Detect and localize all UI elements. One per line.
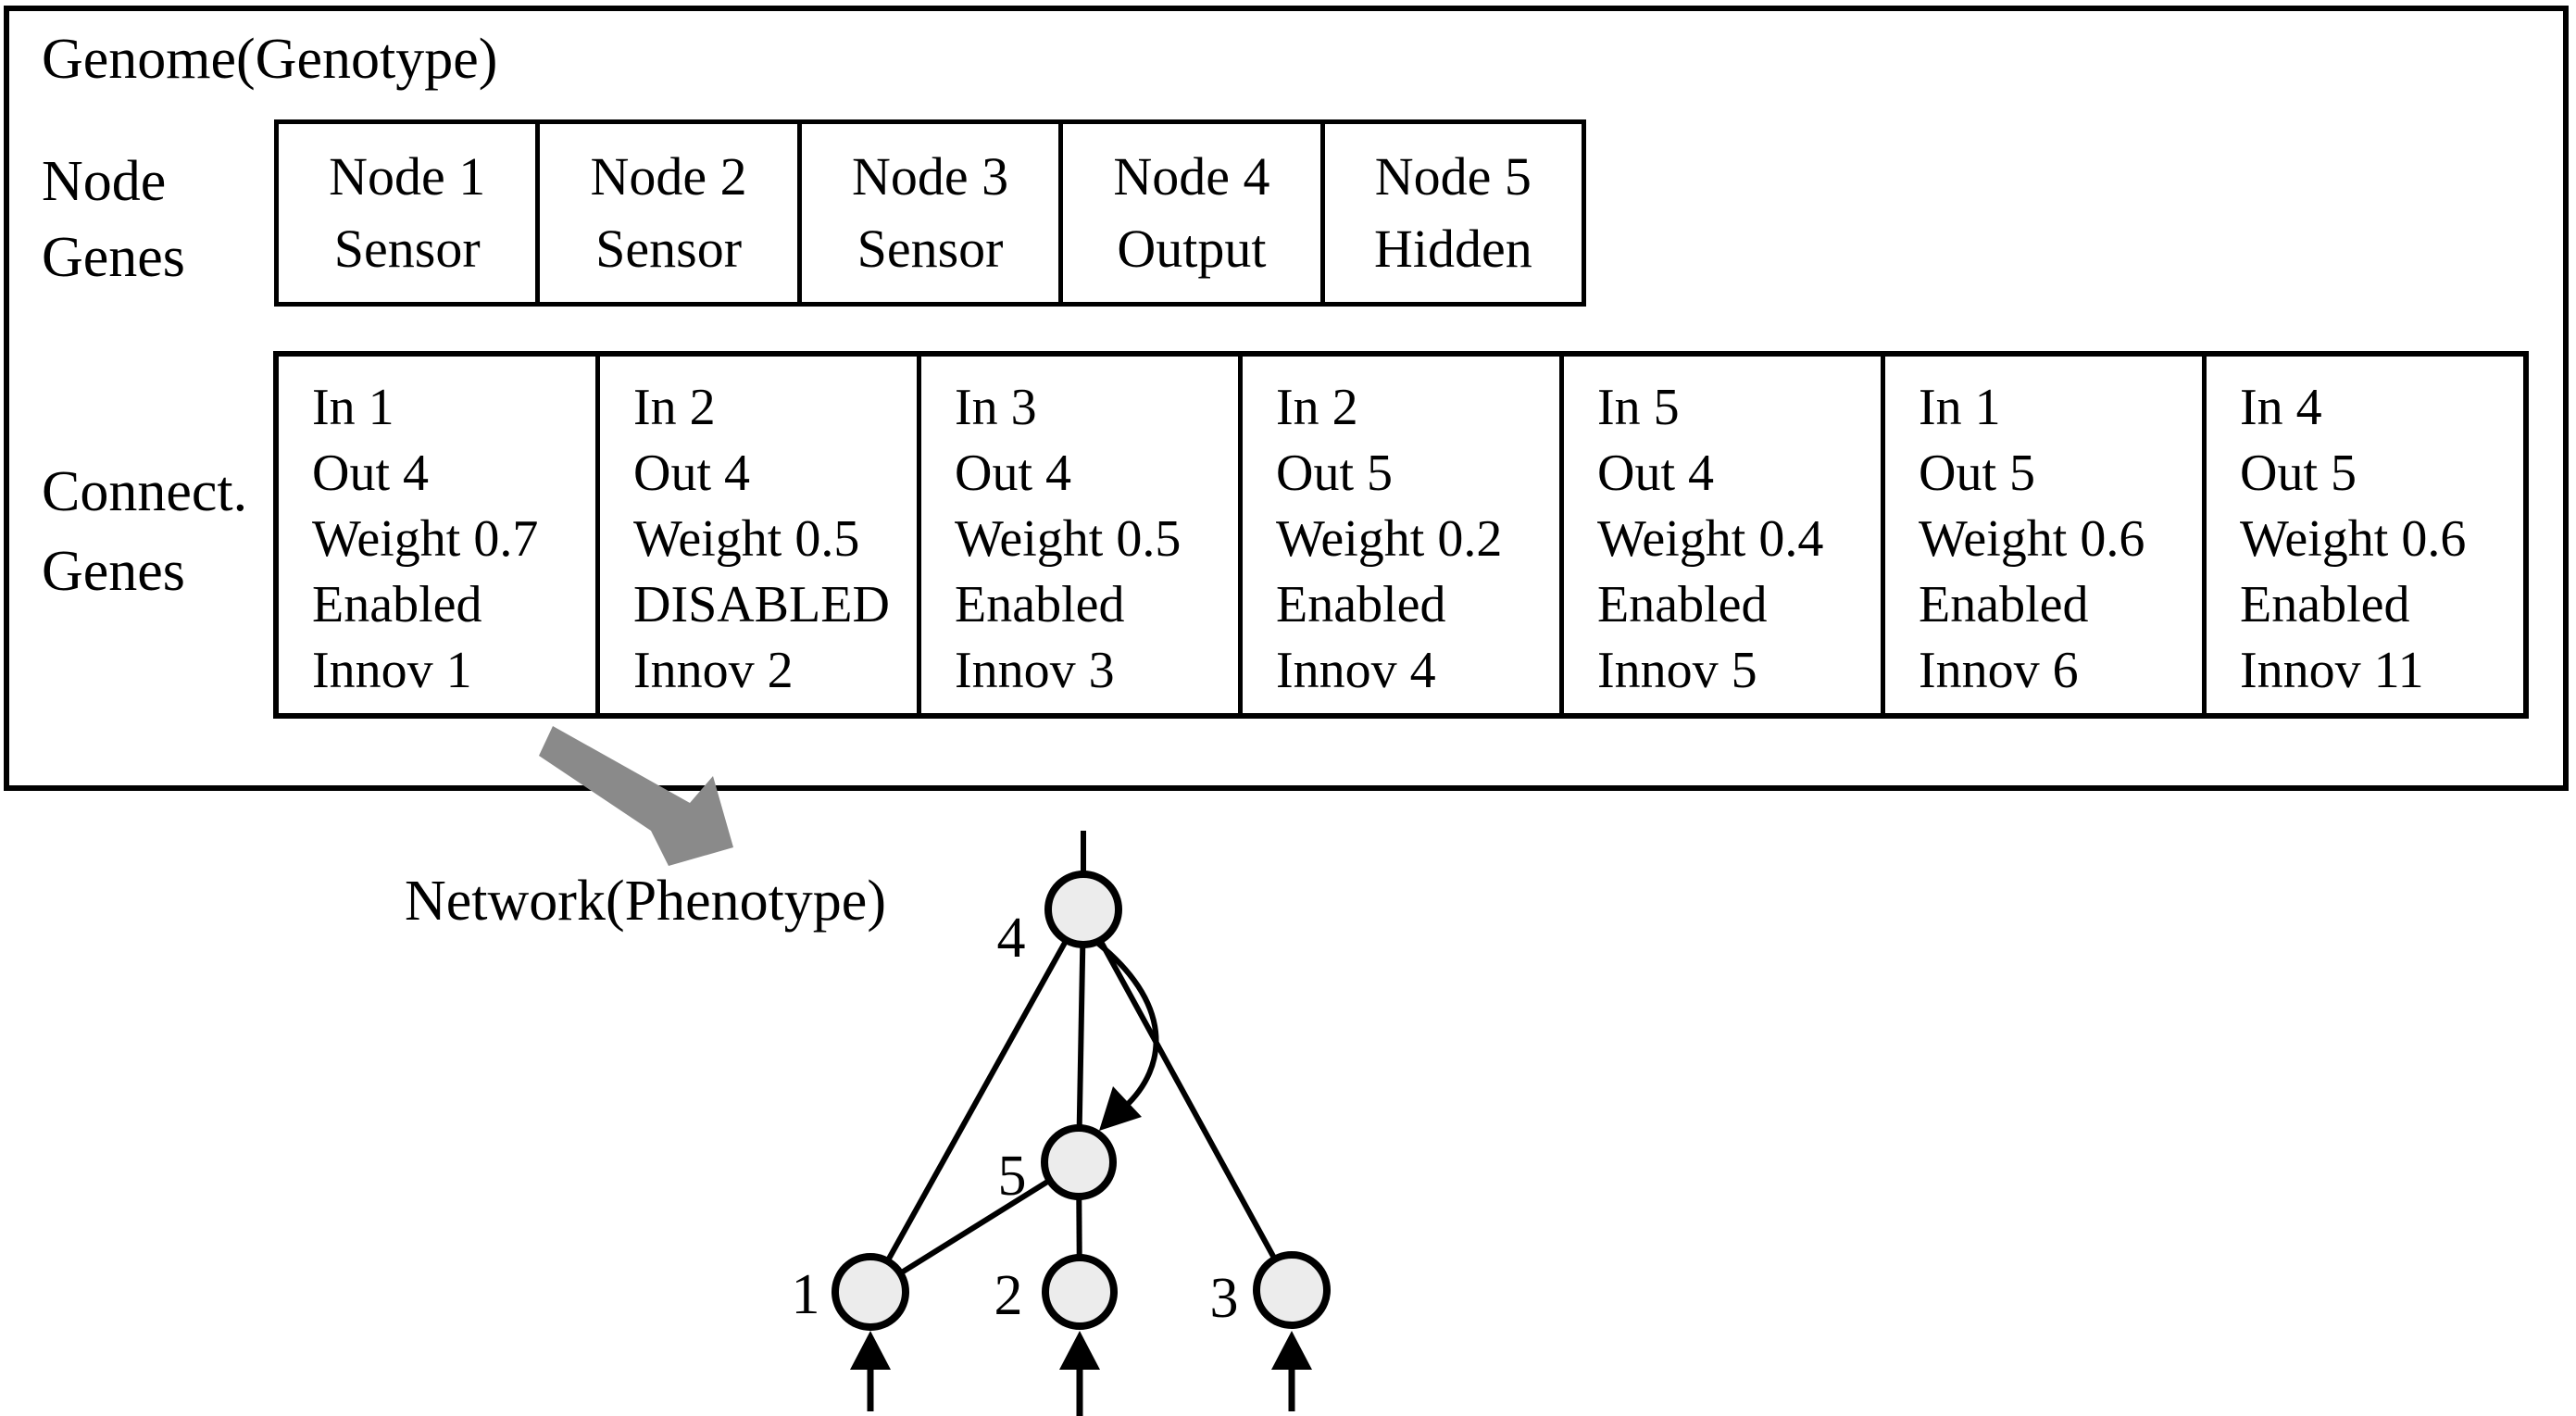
node-gene-5-type: Hidden [1373, 219, 1532, 279]
connect-gene-3-in: In 3 [955, 379, 1037, 436]
network-node-4-label: 4 [997, 907, 1026, 970]
connect-gene-3-weight: Weight 0.5 [955, 510, 1182, 568]
network-label: Network(Phenotype) [405, 870, 886, 933]
connect-gene-3-innov: Innov 3 [955, 642, 1115, 699]
connect-gene-4-innov: Innov 4 [1276, 642, 1436, 699]
connect-gene-5-innov: Innov 5 [1597, 642, 1757, 699]
connect-gene-5: In 5 Out 4 Weight 0.4 Enabled Innov 5 [1564, 357, 1885, 713]
edge-5-to-4 [1076, 908, 1086, 1163]
genome-title: Genome(Genotype) [42, 28, 498, 91]
network-node-2-label: 2 [994, 1264, 1023, 1327]
network-node-4 [1044, 871, 1122, 948]
connect-gene-6-weight: Weight 0.6 [1919, 510, 2145, 568]
network-node-2 [1042, 1254, 1118, 1330]
node-gene-1-type: Sensor [333, 219, 481, 279]
connect-gene-5-weight: Weight 0.4 [1597, 510, 1824, 568]
connect-gene-1-out: Out 4 [312, 445, 429, 502]
network-node-5-label: 5 [998, 1145, 1027, 1208]
connect-gene-7: In 4 Out 5 Weight 0.6 Enabled Innov 11 [2207, 357, 2523, 713]
node-gene-3-type: Sensor [857, 219, 1004, 279]
node-gene-2-name: Node 2 [590, 146, 747, 207]
connect-gene-2: In 2 Out 4 Weight 0.5 DISABLED Innov 2 [600, 357, 921, 713]
edge-1-to-4 [868, 908, 1086, 1294]
connect-gene-4-out: Out 5 [1276, 445, 1393, 502]
connect-gene-3-status: Enabled [955, 576, 1125, 633]
connect-gene-7-status: Enabled [2240, 576, 2410, 633]
connect-gene-3: In 3 Out 4 Weight 0.5 Enabled Innov 3 [921, 357, 1243, 713]
connect-gene-6: In 1 Out 5 Weight 0.6 Enabled Innov 6 [1885, 357, 2207, 713]
input-arrowhead-node3-icon [1271, 1331, 1312, 1370]
connect-gene-2-innov: Innov 2 [633, 642, 794, 699]
connect-gene-6-status: Enabled [1919, 576, 2089, 633]
input-arrowhead-node1-icon [850, 1331, 891, 1370]
node-genes-row-label-line2: Genes [42, 226, 185, 289]
edge-3-to-4 [1081, 908, 1294, 1292]
connect-gene-1-weight: Weight 0.7 [312, 510, 539, 568]
connect-gene-4-in: In 2 [1276, 379, 1358, 436]
connect-gene-5-status: Enabled [1597, 576, 1768, 633]
node-gene-5-name: Node 5 [1374, 146, 1532, 207]
connect-gene-7-out: Out 5 [2240, 445, 2357, 502]
node-gene-2: Node 2 Sensor [540, 124, 802, 302]
node-gene-4-name: Node 4 [1113, 146, 1270, 207]
node-gene-2-type: Sensor [595, 219, 743, 279]
node-gene-3-name: Node 3 [851, 146, 1009, 207]
connect-gene-7-weight: Weight 0.6 [2240, 510, 2467, 568]
connect-gene-4-status: Enabled [1276, 576, 1446, 633]
connect-gene-7-in: In 4 [2240, 379, 2322, 436]
connect-gene-7-innov: Innov 11 [2240, 642, 2424, 699]
node-gene-3: Node 3 Sensor [802, 124, 1064, 302]
connect-gene-6-out: Out 5 [1919, 445, 2035, 502]
network-node-5 [1041, 1124, 1117, 1200]
edge-4-to-5-arrowhead-icon [1099, 1086, 1142, 1131]
node-gene-1: Node 1 Sensor [279, 124, 541, 302]
connect-genes-row-label: Connect. Genes [42, 452, 247, 611]
connect-gene-1-status: Enabled [312, 576, 482, 633]
node-gene-5: Node 5 Hidden [1325, 124, 1582, 302]
genotype-to-phenotype-arrow-icon [539, 726, 733, 866]
node-genes-row: Node 1 Sensor Node 2 Sensor Node 3 Senso… [274, 119, 1586, 307]
connect-gene-5-out: Out 4 [1597, 445, 1714, 502]
node-gene-4-type: Output [1117, 219, 1267, 279]
node-genes-row-label: Node Genes [42, 144, 185, 295]
connect-gene-6-innov: Innov 6 [1919, 642, 2079, 699]
connect-gene-1: In 1 Out 4 Weight 0.7 Enabled Innov 1 [279, 357, 600, 713]
connect-gene-4-weight: Weight 0.2 [1276, 510, 1503, 568]
connect-gene-2-status: DISABLED [633, 576, 890, 633]
edge-4-to-5-curve [1091, 936, 1159, 1110]
node-genes-row-label-line1: Node [42, 150, 167, 213]
connect-gene-4: In 2 Out 5 Weight 0.2 Enabled Innov 4 [1243, 357, 1564, 713]
node-gene-4: Node 4 Output [1063, 124, 1325, 302]
connect-genes-row-label-line1: Connect. [42, 460, 248, 523]
connect-gene-5-in: In 5 [1597, 379, 1680, 436]
network-node-1 [832, 1253, 909, 1331]
connect-gene-3-out: Out 4 [955, 445, 1071, 502]
input-arrowhead-node2-icon [1059, 1331, 1100, 1370]
connect-genes-row-label-line2: Genes [42, 540, 185, 603]
network-node-3 [1253, 1251, 1331, 1329]
edge-1-to-5 [869, 1159, 1081, 1295]
connect-gene-1-innov: Innov 1 [312, 642, 472, 699]
node-gene-1-name: Node 1 [329, 146, 486, 207]
network-node-3-label: 3 [1210, 1267, 1239, 1330]
network-node-1-label: 1 [792, 1263, 820, 1326]
connect-gene-6-in: In 1 [1919, 379, 2001, 436]
connect-gene-2-in: In 2 [633, 379, 716, 436]
connect-gene-2-out: Out 4 [633, 445, 750, 502]
connect-gene-1-in: In 1 [312, 379, 394, 436]
connect-genes-row: In 1 Out 4 Weight 0.7 Enabled Innov 1 In… [273, 351, 2529, 719]
connect-gene-2-weight: Weight 0.5 [633, 510, 860, 568]
